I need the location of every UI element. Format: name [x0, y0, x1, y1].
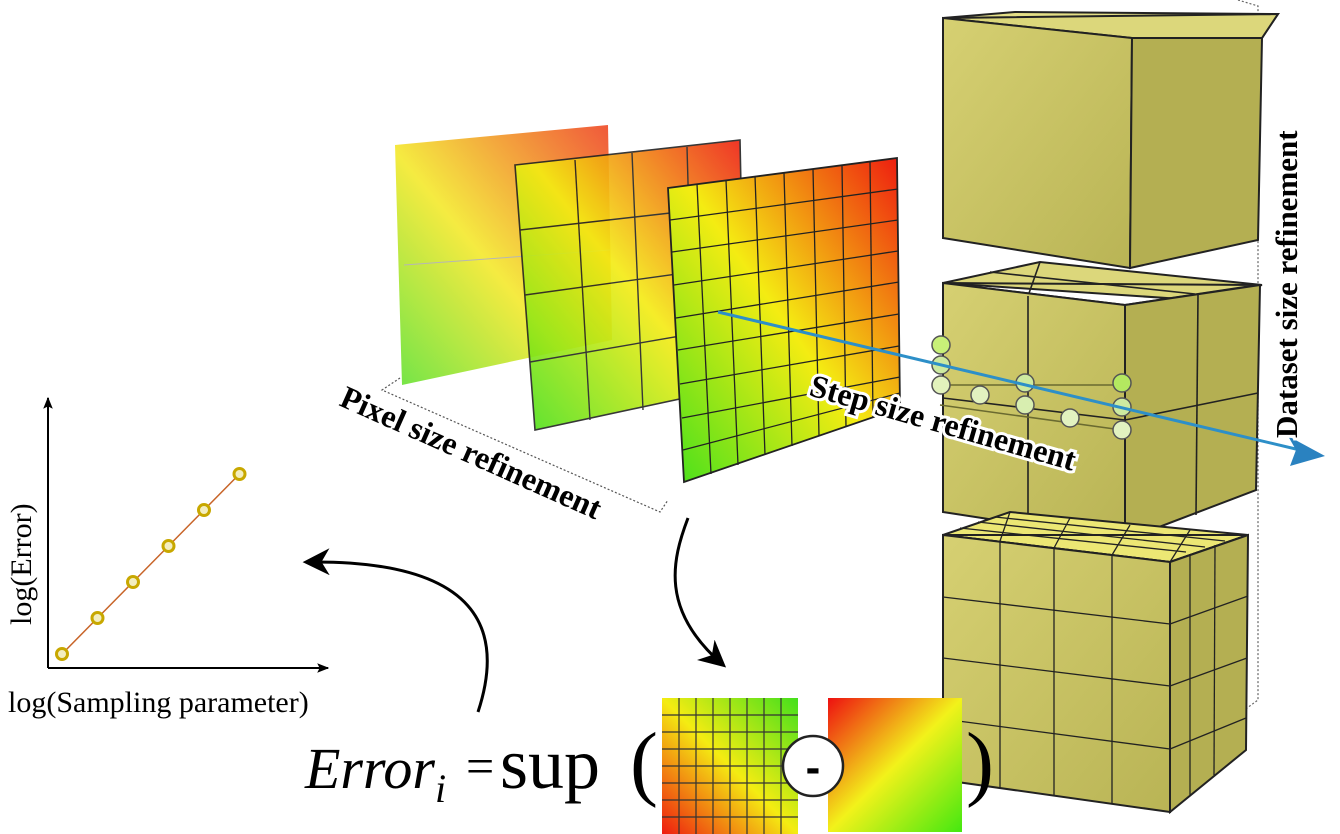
pixel-plane-fine	[667, 156, 901, 484]
formula-open-paren: (	[630, 716, 658, 809]
formula-subscript: i	[435, 766, 446, 811]
dataset-refinement-label: Dataset size refinement	[1269, 130, 1304, 438]
plot-point	[197, 503, 211, 517]
formula-close-paren: )	[966, 716, 994, 809]
plot-xlabel: log(Sampling parameter)	[8, 686, 309, 719]
formula-sup: sup	[500, 724, 600, 804]
continuous-image	[828, 698, 962, 832]
curved-arrow-to-formula	[673, 517, 727, 668]
discrete-image	[662, 698, 798, 834]
plot-line	[61, 473, 241, 655]
formula-equals: =	[466, 738, 494, 794]
plot-ylabel: log(Error)	[5, 503, 38, 625]
plot-point	[161, 539, 176, 553]
cube-medium	[942, 260, 1263, 542]
pixel-bracket	[380, 377, 669, 513]
plot-point	[232, 467, 247, 481]
plot-point	[55, 647, 69, 661]
formula-lhs: Error	[304, 736, 435, 801]
cube-coarse	[942, 10, 1280, 270]
plot-markers	[55, 467, 247, 661]
error-plot: log(Error) log(Sampling parameter)	[5, 396, 330, 719]
error-formula: Errori = sup ( - )	[304, 698, 994, 834]
minus-badge	[781, 734, 845, 798]
plot-point	[90, 611, 105, 625]
curved-arrow-to-plot	[302, 548, 489, 713]
cube-fine	[942, 510, 1250, 815]
svg-text:Errori: Errori	[304, 736, 446, 811]
formula-minus: -	[806, 743, 821, 792]
plot-point	[126, 575, 140, 589]
ray-arrow	[717, 310, 1325, 466]
